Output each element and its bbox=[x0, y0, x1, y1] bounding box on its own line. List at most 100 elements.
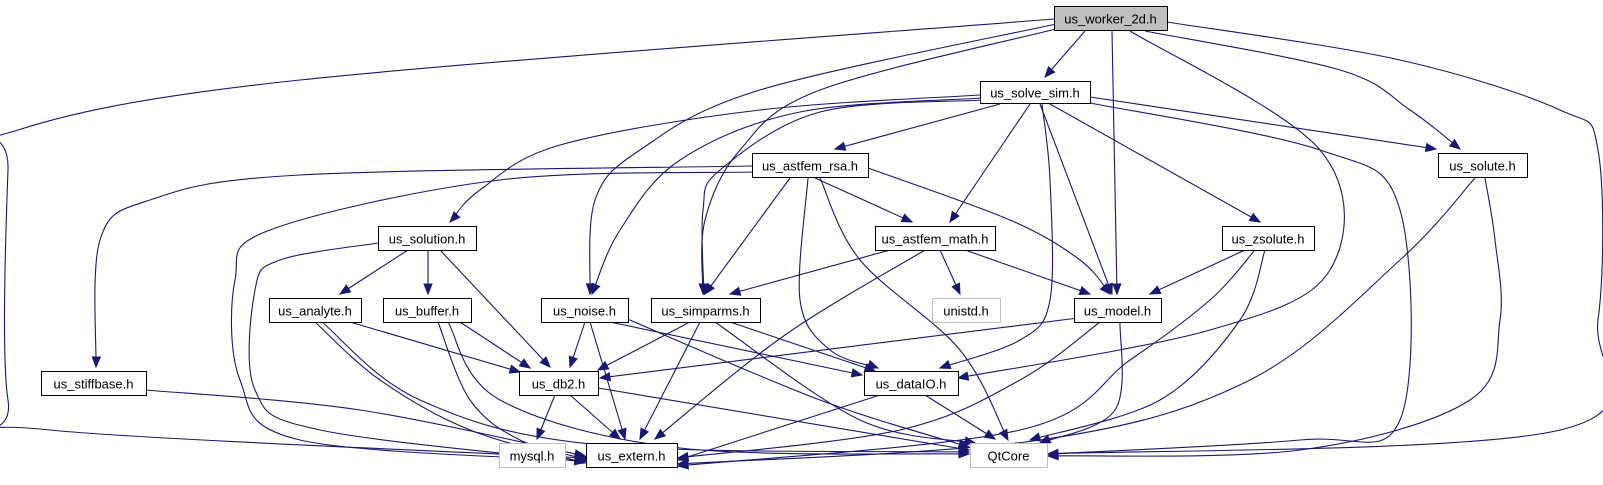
arrow-head-icon bbox=[1112, 283, 1122, 296]
node-us-dataIO[interactable]: us_dataIO.h bbox=[864, 371, 959, 396]
edge-line bbox=[1039, 321, 1123, 444]
edge-line bbox=[1029, 249, 1266, 441]
edge-line bbox=[867, 167, 1111, 295]
edge-line bbox=[597, 387, 970, 451]
edge-us_worker_2d-to-QtCore bbox=[1046, 21, 1603, 459]
node-box bbox=[269, 298, 362, 323]
arrow-head-icon bbox=[676, 452, 690, 462]
node-label: us_astfem_math.h bbox=[882, 232, 989, 247]
edge-us_buffer-to-us_db2 bbox=[459, 321, 532, 369]
arrow-head-icon bbox=[596, 360, 610, 371]
edge-line bbox=[1039, 103, 1113, 295]
arrow-head-icon bbox=[617, 427, 627, 441]
node-us-worker-2d[interactable]: us_worker_2d.h bbox=[1054, 6, 1168, 31]
edge-line bbox=[624, 317, 970, 448]
node-us-solute[interactable]: us_solute.h bbox=[1438, 153, 1528, 178]
edge-line bbox=[677, 249, 1256, 467]
edge-us_analyte-to-us_db2 bbox=[349, 321, 522, 374]
node-us-buffer[interactable]: us_buffer.h bbox=[383, 298, 472, 323]
edge-line bbox=[949, 103, 1031, 223]
arrow-head-icon bbox=[653, 428, 667, 440]
arrow-head-icon bbox=[900, 213, 914, 223]
arrow-head-icon bbox=[1148, 285, 1162, 295]
node-us-solve-sim[interactable]: us_solve_sim.h bbox=[980, 81, 1091, 104]
edge-us_astfem_math-to-unistd bbox=[939, 249, 961, 296]
edge-line bbox=[834, 103, 1001, 150]
node-us-stiffbase[interactable]: us_stiffbase.h bbox=[41, 371, 147, 396]
edge-line bbox=[1144, 30, 1461, 150]
edge-us_zsolute-to-us_extern bbox=[676, 249, 1256, 470]
edge-line bbox=[589, 321, 626, 440]
edge-us_db2-to-mysql bbox=[536, 394, 556, 441]
arrow-head-icon bbox=[518, 358, 532, 369]
edge-line bbox=[798, 177, 879, 369]
arrow-head-icon bbox=[1038, 434, 1052, 444]
arrow-head-icon bbox=[833, 141, 847, 151]
edge-line bbox=[459, 321, 531, 369]
node-us-db2[interactable]: us_db2.h bbox=[519, 371, 599, 396]
edge-line bbox=[569, 394, 621, 440]
edge-us_solution-to-us_extern bbox=[248, 242, 587, 466]
edge-line bbox=[677, 394, 881, 461]
edge-line bbox=[939, 103, 1054, 369]
edge-us_astfem_rsa-to-us_dataIO bbox=[798, 177, 880, 369]
edge-us_astfem_rsa-to-us_simparms bbox=[704, 177, 791, 296]
arrow-head-icon bbox=[568, 355, 578, 369]
node-us-solution[interactable]: us_solution.h bbox=[378, 226, 477, 251]
node-label: us_stiffbase.h bbox=[54, 377, 134, 392]
edge-us_astfem_rsa-to-us_stiffbase bbox=[91, 165, 753, 369]
edge-us_noise-to-us_db2 bbox=[568, 321, 586, 369]
edge-line bbox=[589, 23, 1057, 295]
edge-us_solution-to-us_buffer bbox=[423, 250, 433, 296]
edge-us_model-to-us_db2 bbox=[598, 317, 1079, 382]
node-us-model[interactable]: us_model.h bbox=[1074, 298, 1162, 323]
edge-line bbox=[0, 18, 1055, 459]
node-box bbox=[970, 443, 1048, 468]
edge-line bbox=[714, 321, 976, 444]
edge-us_solve_sim-to-us_solute bbox=[1089, 96, 1438, 153]
arrow-head-icon bbox=[591, 282, 601, 296]
node-us-extern[interactable]: us_extern.h bbox=[586, 443, 678, 468]
node-us-simparms[interactable]: us_simparms.h bbox=[651, 298, 761, 323]
arrow-head-icon bbox=[983, 429, 997, 440]
edge-line bbox=[704, 177, 791, 295]
edge-us_worker_2d-to-us_dataIO bbox=[956, 30, 1345, 381]
arrow-head-icon bbox=[949, 210, 960, 224]
edge-us_worker_2d-to-us_model bbox=[1111, 30, 1122, 296]
edge-line bbox=[439, 249, 551, 368]
edge-line bbox=[1047, 177, 1502, 457]
arrow-head-icon bbox=[938, 360, 952, 370]
arrow-head-icon bbox=[536, 427, 546, 441]
arrow-head-icon bbox=[1044, 65, 1056, 79]
edge-line bbox=[1047, 21, 1603, 455]
node-us-zsolute[interactable]: us_zsolute.h bbox=[1222, 226, 1315, 251]
node-label: us_noise.h bbox=[553, 304, 616, 319]
node-us-analyte[interactable]: us_analyte.h bbox=[269, 298, 362, 323]
edge-line bbox=[729, 321, 876, 372]
arrow-head-icon bbox=[508, 364, 522, 374]
arrow-head-icon bbox=[1078, 286, 1092, 296]
node-box bbox=[1054, 6, 1168, 31]
edge-line bbox=[609, 321, 863, 376]
node-label: us_analyte.h bbox=[278, 304, 352, 319]
edge-us_astfem_math-to-us_simparms bbox=[728, 249, 891, 296]
edge-line bbox=[447, 321, 970, 455]
arrow-head-icon bbox=[639, 427, 649, 441]
node-us-astfem-math[interactable]: us_astfem_math.h bbox=[875, 226, 996, 251]
edge-line bbox=[729, 249, 891, 295]
node-us-astfem-rsa[interactable]: us_astfem_rsa.h bbox=[752, 153, 869, 178]
arrow-head-icon bbox=[956, 371, 970, 381]
node-label: QtCore bbox=[988, 449, 1030, 464]
edge-line bbox=[599, 317, 1079, 379]
node-label: us_astfem_rsa.h bbox=[762, 159, 858, 174]
edge-us_solve_sim-to-us_dataIO bbox=[938, 103, 1054, 370]
arrow-head-icon bbox=[728, 286, 742, 296]
node-label: unistd.h bbox=[943, 304, 989, 319]
edge-us_solve_sim-to-us_astfem_math bbox=[949, 103, 1031, 224]
node-us-noise[interactable]: us_noise.h bbox=[541, 298, 629, 323]
node-label: us_solve_sim.h bbox=[990, 86, 1080, 101]
node-box bbox=[541, 298, 629, 323]
edge-line bbox=[449, 94, 981, 223]
edge-us_solve_sim-to-us_simparms bbox=[699, 99, 985, 296]
